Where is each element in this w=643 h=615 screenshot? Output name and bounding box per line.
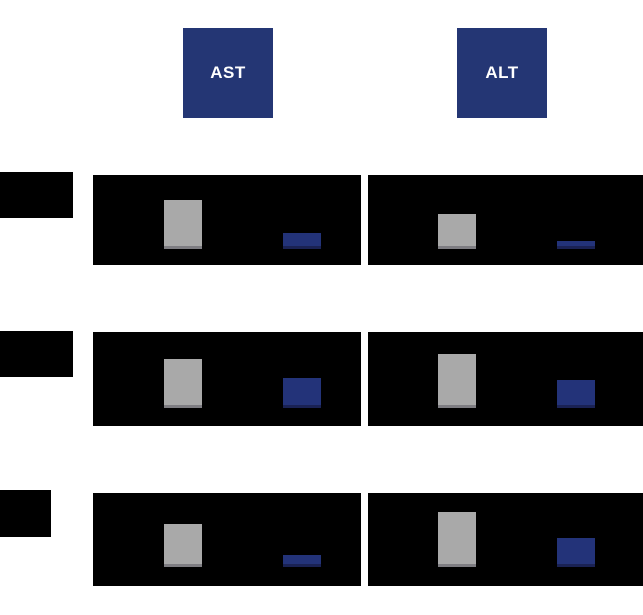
gray-bar — [438, 354, 476, 408]
gray-bar — [438, 512, 476, 567]
column-header-ast-label: AST — [210, 63, 246, 82]
panel-row1-ast — [93, 175, 361, 265]
panel-row3-ast — [93, 493, 361, 586]
row-label-redacted-1 — [0, 172, 73, 218]
blue-bar — [283, 378, 321, 408]
row-label-redacted-3 — [0, 490, 51, 537]
gray-bar — [164, 200, 202, 249]
gray-bar — [438, 214, 476, 249]
panel-row2-alt — [368, 332, 643, 426]
blue-bar — [557, 538, 595, 567]
blue-bar — [283, 555, 321, 567]
column-header-alt: ALT — [457, 28, 547, 118]
gray-bar — [164, 359, 202, 408]
gray-bar — [164, 524, 202, 567]
panel-row3-alt — [368, 493, 643, 586]
column-header-alt-label: ALT — [485, 63, 519, 82]
blue-bar — [557, 241, 595, 249]
row-label-redacted-2 — [0, 331, 73, 377]
blue-bar — [557, 380, 595, 408]
panel-row2-ast — [93, 332, 361, 426]
blue-bar — [283, 233, 321, 249]
panel-row1-alt — [368, 175, 643, 265]
column-header-ast: AST — [183, 28, 273, 118]
